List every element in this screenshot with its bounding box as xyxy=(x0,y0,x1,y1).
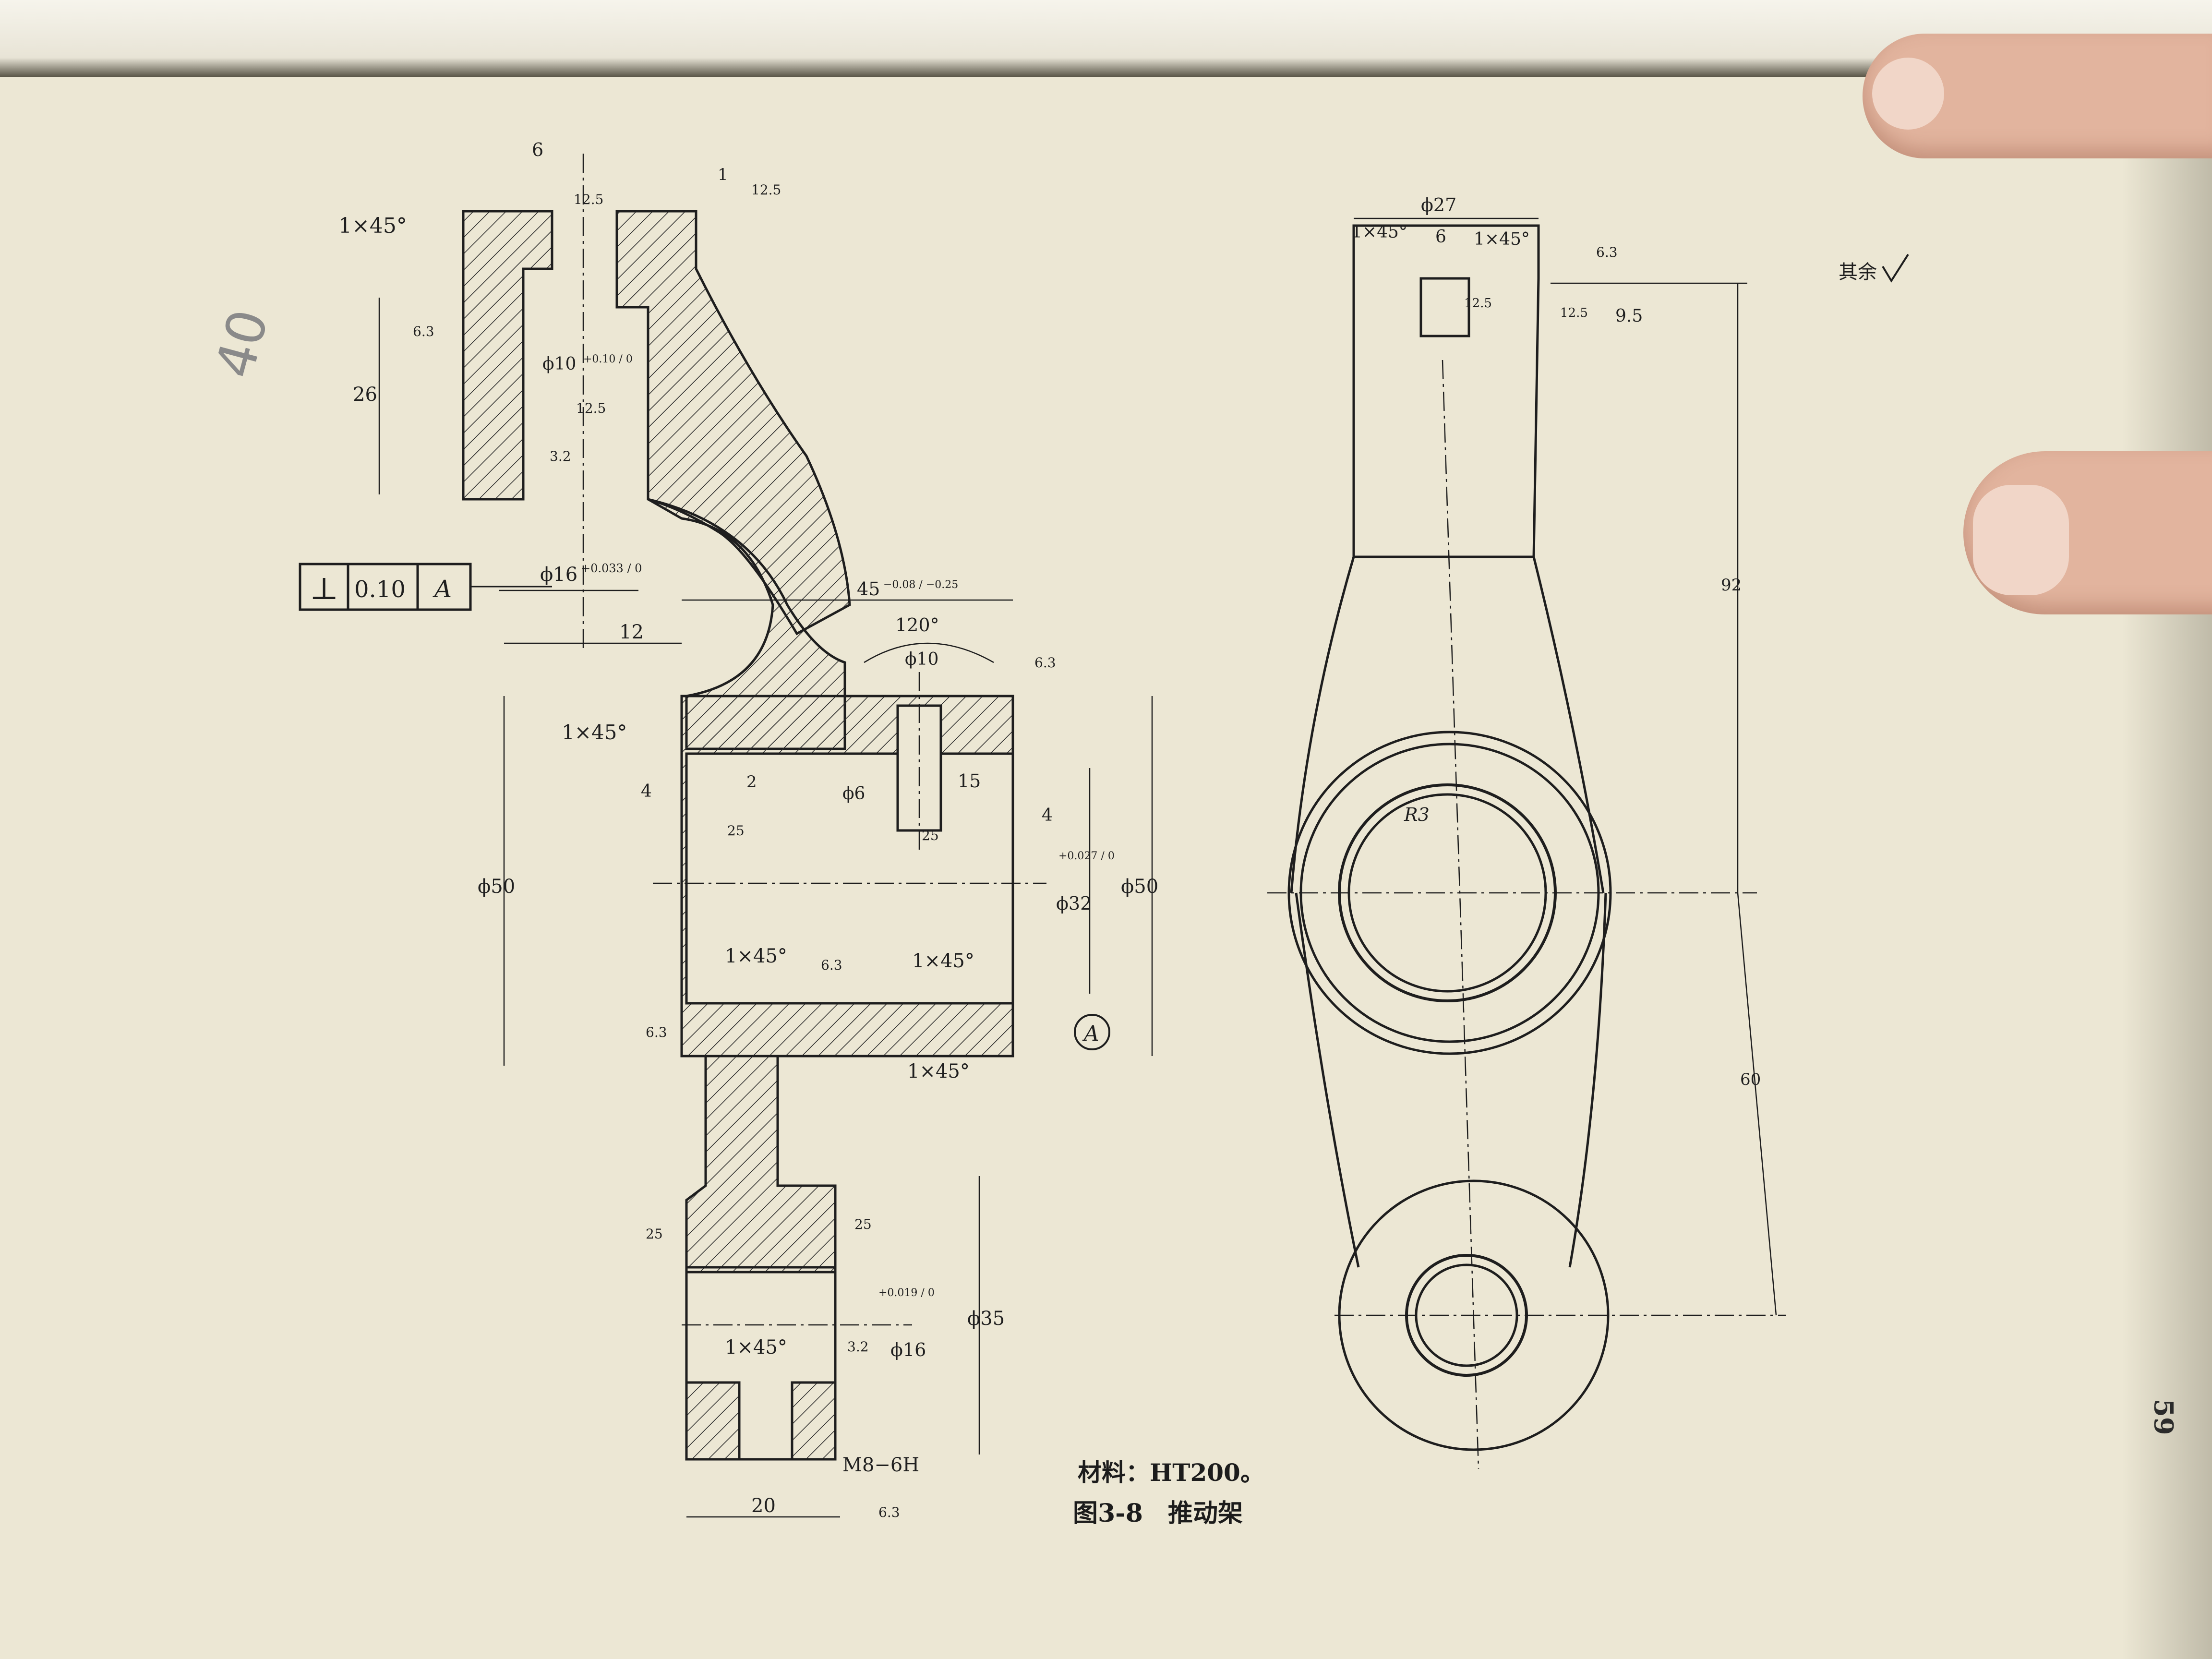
dim-radius: R3 xyxy=(1404,804,1430,825)
datum-a-label: A xyxy=(1082,1022,1099,1046)
chamfer-side-right: 1×45° xyxy=(1474,229,1530,249)
page-number: 59 xyxy=(2148,1399,2179,1435)
thumb-nail-right xyxy=(1973,485,2069,595)
dim-dia-50-right: ϕ50 xyxy=(1121,876,1158,898)
dim-width-20: 20 xyxy=(751,1495,776,1517)
dim-4-left: 4 xyxy=(641,781,652,801)
dim-9-5: 9.5 xyxy=(1615,306,1643,326)
rough-6-3-a: 6.3 xyxy=(413,324,434,339)
rough-side-12-5-b: 12.5 xyxy=(1560,306,1588,320)
dim-bore-16-tol: +0.033 / 0 xyxy=(581,562,642,575)
datum-symbol: ⊥ xyxy=(310,571,338,607)
dim-len-92: 92 xyxy=(1721,576,1742,595)
side-centerline-vertical xyxy=(1442,360,1479,1469)
figure-caption: 图3-8 推动架 xyxy=(1073,1499,1243,1528)
dim-dia-35: ϕ35 xyxy=(967,1308,1005,1330)
dim-bore-16b-tol: +0.019 / 0 xyxy=(878,1287,935,1299)
chamfer-inner-right: 1×45° xyxy=(912,950,974,972)
dim-dia-32-tol: +0.027 / 0 xyxy=(1058,850,1115,862)
dim-bore-10-tol: +0.10 / 0 xyxy=(583,353,633,365)
dim-hole-10: ϕ10 xyxy=(905,649,938,669)
rough-25-c: 25 xyxy=(646,1226,663,1242)
rough-side-6-3: 6.3 xyxy=(1596,244,1618,260)
section-view xyxy=(378,154,1153,1518)
rough-6-3-d: 6.3 xyxy=(646,1024,667,1040)
dim-bore-16b: ϕ16 xyxy=(890,1339,926,1360)
dim-len-60: 60 xyxy=(1740,1070,1761,1089)
side-view-dimensions: ϕ27 1×45° 6 1×45° 12.5 12.5 6.3 9.5 R3 9… xyxy=(1351,194,1761,1089)
roughness-note: 其余 xyxy=(1839,261,1877,283)
material-caption: 材料：HT200。 xyxy=(1078,1458,1264,1487)
rough-25-a: 25 xyxy=(727,823,745,839)
side-view xyxy=(1267,217,1786,1469)
dim-slot-6: 6 xyxy=(1435,227,1446,247)
thumb-nail-top xyxy=(1872,58,1944,130)
bearing-bore xyxy=(685,752,1014,1005)
dim-bore-10: ϕ10 xyxy=(542,354,576,374)
dim-dia-27: ϕ27 xyxy=(1421,194,1456,216)
rough-12-5-a: 12.5 xyxy=(751,182,781,198)
dim-15: 15 xyxy=(958,770,981,792)
rough-side-12-5-a: 12.5 xyxy=(1464,296,1492,311)
rough-25-b: 25 xyxy=(922,828,939,843)
dim-thread: M8−6H xyxy=(842,1454,919,1476)
dim-offset-12: 12 xyxy=(619,621,644,643)
dim-len-45: 45 xyxy=(857,578,880,600)
lower-hub-bottom-left xyxy=(685,1381,741,1461)
rough-12-5-b: 12.5 xyxy=(576,400,606,416)
datum-reference: A xyxy=(433,575,452,603)
rough-25-d: 25 xyxy=(854,1216,872,1232)
top-hub-section-right xyxy=(615,210,851,636)
dim-hole-6: ϕ6 xyxy=(842,784,865,804)
rough-6-3-e: 6.3 xyxy=(878,1504,900,1520)
dim-2: 2 xyxy=(746,772,757,792)
dim-angle-120: 120° xyxy=(895,614,939,636)
top-slot xyxy=(1419,277,1470,337)
chamfer-low: 1×45° xyxy=(907,1060,970,1082)
rough-3-2: 3.2 xyxy=(550,448,571,464)
rough-3-2b: 3.2 xyxy=(847,1339,869,1355)
roughness-symbol-icon xyxy=(1882,253,1909,283)
chamfer-side-left: 1×45° xyxy=(1351,222,1407,242)
lower-hub-bottom-right xyxy=(791,1381,837,1461)
dim-step-1: 1 xyxy=(718,165,728,184)
datum-a-marker xyxy=(1074,1014,1110,1050)
lower-hub-outline xyxy=(685,1266,837,1461)
dim-bore-16: ϕ16 xyxy=(540,564,577,586)
dim-top-slot: 6 xyxy=(532,139,543,160)
chamfer-inner-left: 1×45° xyxy=(725,945,787,967)
top-boss-outline xyxy=(1352,224,1540,558)
dim-dia-32: ϕ32 xyxy=(1056,893,1092,914)
pencil-note: 40 xyxy=(204,303,280,384)
page-gutter-shadow xyxy=(2122,58,2212,1659)
datum-frame xyxy=(299,563,552,611)
chamfer-bottom: 1×45° xyxy=(725,1336,787,1358)
section-view-dimensions: 6 12.5 1×45° 1 12.5 6.3 26 ϕ10 +0.10 / 0… xyxy=(338,139,1158,1520)
rough-6-3-c: 6.3 xyxy=(821,957,842,973)
dim-4-right: 4 xyxy=(1042,805,1053,825)
rough-top-slot: 12.5 xyxy=(574,192,603,207)
facing-page-edge xyxy=(0,0,2212,77)
datum-tolerance: 0.10 xyxy=(354,576,406,603)
dim-height-26: 26 xyxy=(353,384,377,406)
dim-len-45-tol: −0.08 / −0.25 xyxy=(883,579,958,591)
top-hub-section xyxy=(462,210,553,501)
rough-6-3-b: 6.3 xyxy=(1034,655,1056,671)
chamfer-top: 1×45° xyxy=(338,214,407,238)
chamfer-mid: 1×45° xyxy=(562,721,627,744)
dim-dia-50-left: ϕ50 xyxy=(478,876,515,898)
lower-arm-section xyxy=(685,1055,837,1274)
arm-outline xyxy=(1290,556,1607,1268)
